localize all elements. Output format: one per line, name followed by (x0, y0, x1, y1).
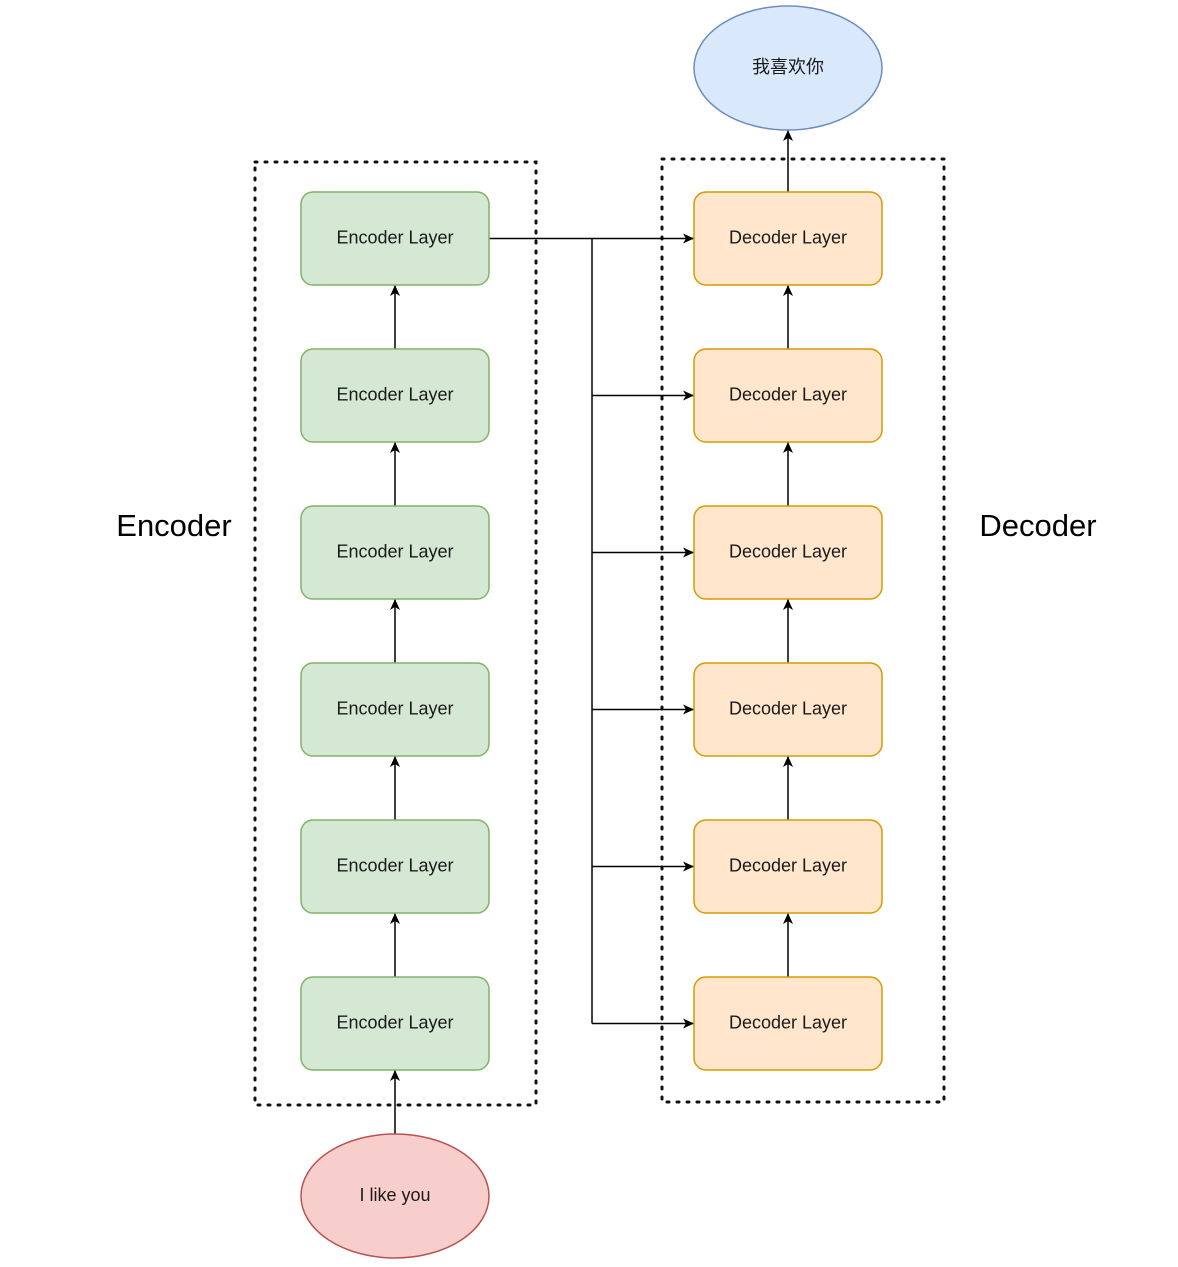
decoder-group-box (660, 157, 946, 1104)
decoder-layer-label: Decoder Layer (729, 1012, 847, 1032)
encoder-layer-node[interactable]: Encoder Layer (300, 505, 490, 600)
decoder-layer-node[interactable]: Decoder Layer (693, 976, 883, 1071)
decoder-layer-node[interactable]: Decoder Layer (693, 819, 883, 914)
decoder-layer-node[interactable]: Decoder Layer (693, 191, 883, 286)
encoder-layer-label: Encoder Layer (336, 384, 453, 404)
decoder-stack: Decoder Layer Decoder Layer Decoder Laye… (693, 191, 883, 1071)
decoder-layer-label: Decoder Layer (729, 698, 847, 718)
output-node[interactable]: 我喜欢你 (693, 5, 883, 131)
decoder-layer-label: Decoder Layer (729, 384, 847, 404)
encoder-label: Encoder (116, 508, 231, 543)
encoder-group-box (253, 160, 538, 1107)
edges (390, 130, 793, 1134)
output-text: 我喜欢你 (752, 57, 824, 78)
encoder-layer-label: Encoder Layer (336, 541, 453, 561)
decoder-layer-node[interactable]: Decoder Layer (693, 505, 883, 600)
encoder-layer-label: Encoder Layer (336, 1012, 453, 1032)
encoder-layer-label: Encoder Layer (336, 698, 453, 718)
decoder-layer-label: Decoder Layer (729, 855, 847, 875)
encoder-layer-label: Encoder Layer (336, 855, 453, 875)
encoder-stack: Encoder Layer Encoder Layer Encoder Laye… (300, 191, 490, 1071)
encoder-layer-label: Encoder Layer (336, 227, 453, 247)
encoder-layer-node[interactable]: Encoder Layer (300, 191, 490, 286)
input-text: I like you (359, 1185, 430, 1205)
encoder-layer-node[interactable]: Encoder Layer (300, 819, 490, 914)
decoder-layer-node[interactable]: Decoder Layer (693, 348, 883, 443)
encoder-layer-node[interactable]: Encoder Layer (300, 348, 490, 443)
encoder-layer-node[interactable]: Encoder Layer (300, 976, 490, 1071)
decoder-layer-label: Decoder Layer (729, 227, 847, 247)
decoder-layer-label: Decoder Layer (729, 541, 847, 561)
encoder-layer-node[interactable]: Encoder Layer (300, 662, 490, 757)
input-node[interactable]: I like you (300, 1133, 490, 1259)
decoder-label: Decoder (979, 508, 1096, 543)
decoder-layer-node[interactable]: Decoder Layer (693, 662, 883, 757)
